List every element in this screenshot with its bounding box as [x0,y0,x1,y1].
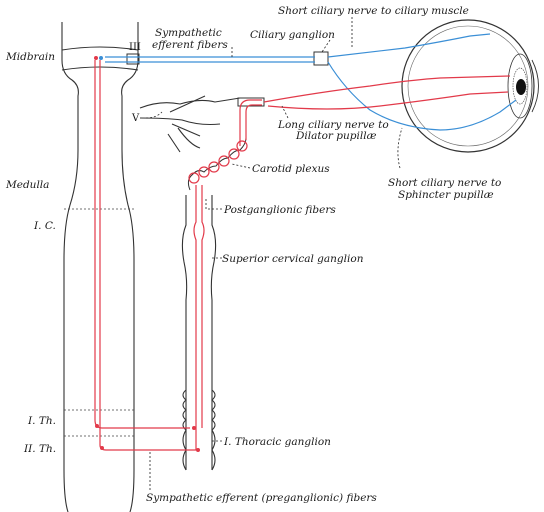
trigeminal-ganglion [139,95,265,153]
label-nerve-v: V [131,113,140,124]
label-carotid-plexus: Carotid plexus [252,163,330,175]
label-long-ciliary-2: Dilator pupillæ [295,130,377,142]
sympathetic-chain [181,195,217,471]
leader-lines [145,17,403,490]
eyeball [401,19,539,153]
oculomotor-root [126,53,140,65]
spinal-cord-outline [61,22,139,512]
label-superior-cervical: Superior cervical ganglion [222,253,364,265]
label-sympathetic-efferent-1: Sympathetic [155,27,222,39]
labels: Midbrain III Sympathetic efferent fibers… [5,5,501,504]
label-short-ciliary-muscle: Short ciliary nerve to ciliary muscle [278,5,469,17]
label-ic: I. C. [33,220,56,232]
label-nerve-iii: III [129,42,141,53]
label-preganglionic: Sympathetic efferent (preganglionic) fib… [146,492,377,504]
label-short-ciliary-sphincter-1: Short ciliary nerve to [388,177,501,189]
label-i-th: I. Th. [27,415,56,427]
label-long-ciliary-1: Long ciliary nerve to [277,119,389,131]
label-sympathetic-efferent-2: efferent fibers [152,39,228,51]
ciliary-ganglion-body [313,51,329,66]
label-postganglionic: Postganglionic fibers [223,204,336,216]
label-thoracic-ganglion: I. Thoracic ganglion [223,436,331,448]
label-medulla: Medulla [5,179,49,191]
label-ii-th: II. Th. [23,443,56,455]
carotid-plexus-coil [187,137,248,191]
label-short-ciliary-sphincter-2: Sphincter pupillæ [398,189,494,201]
label-midbrain: Midbrain [5,51,55,63]
sympathetic-pathway [94,56,511,452]
label-ciliary-ganglion: Ciliary ganglion [250,29,335,41]
